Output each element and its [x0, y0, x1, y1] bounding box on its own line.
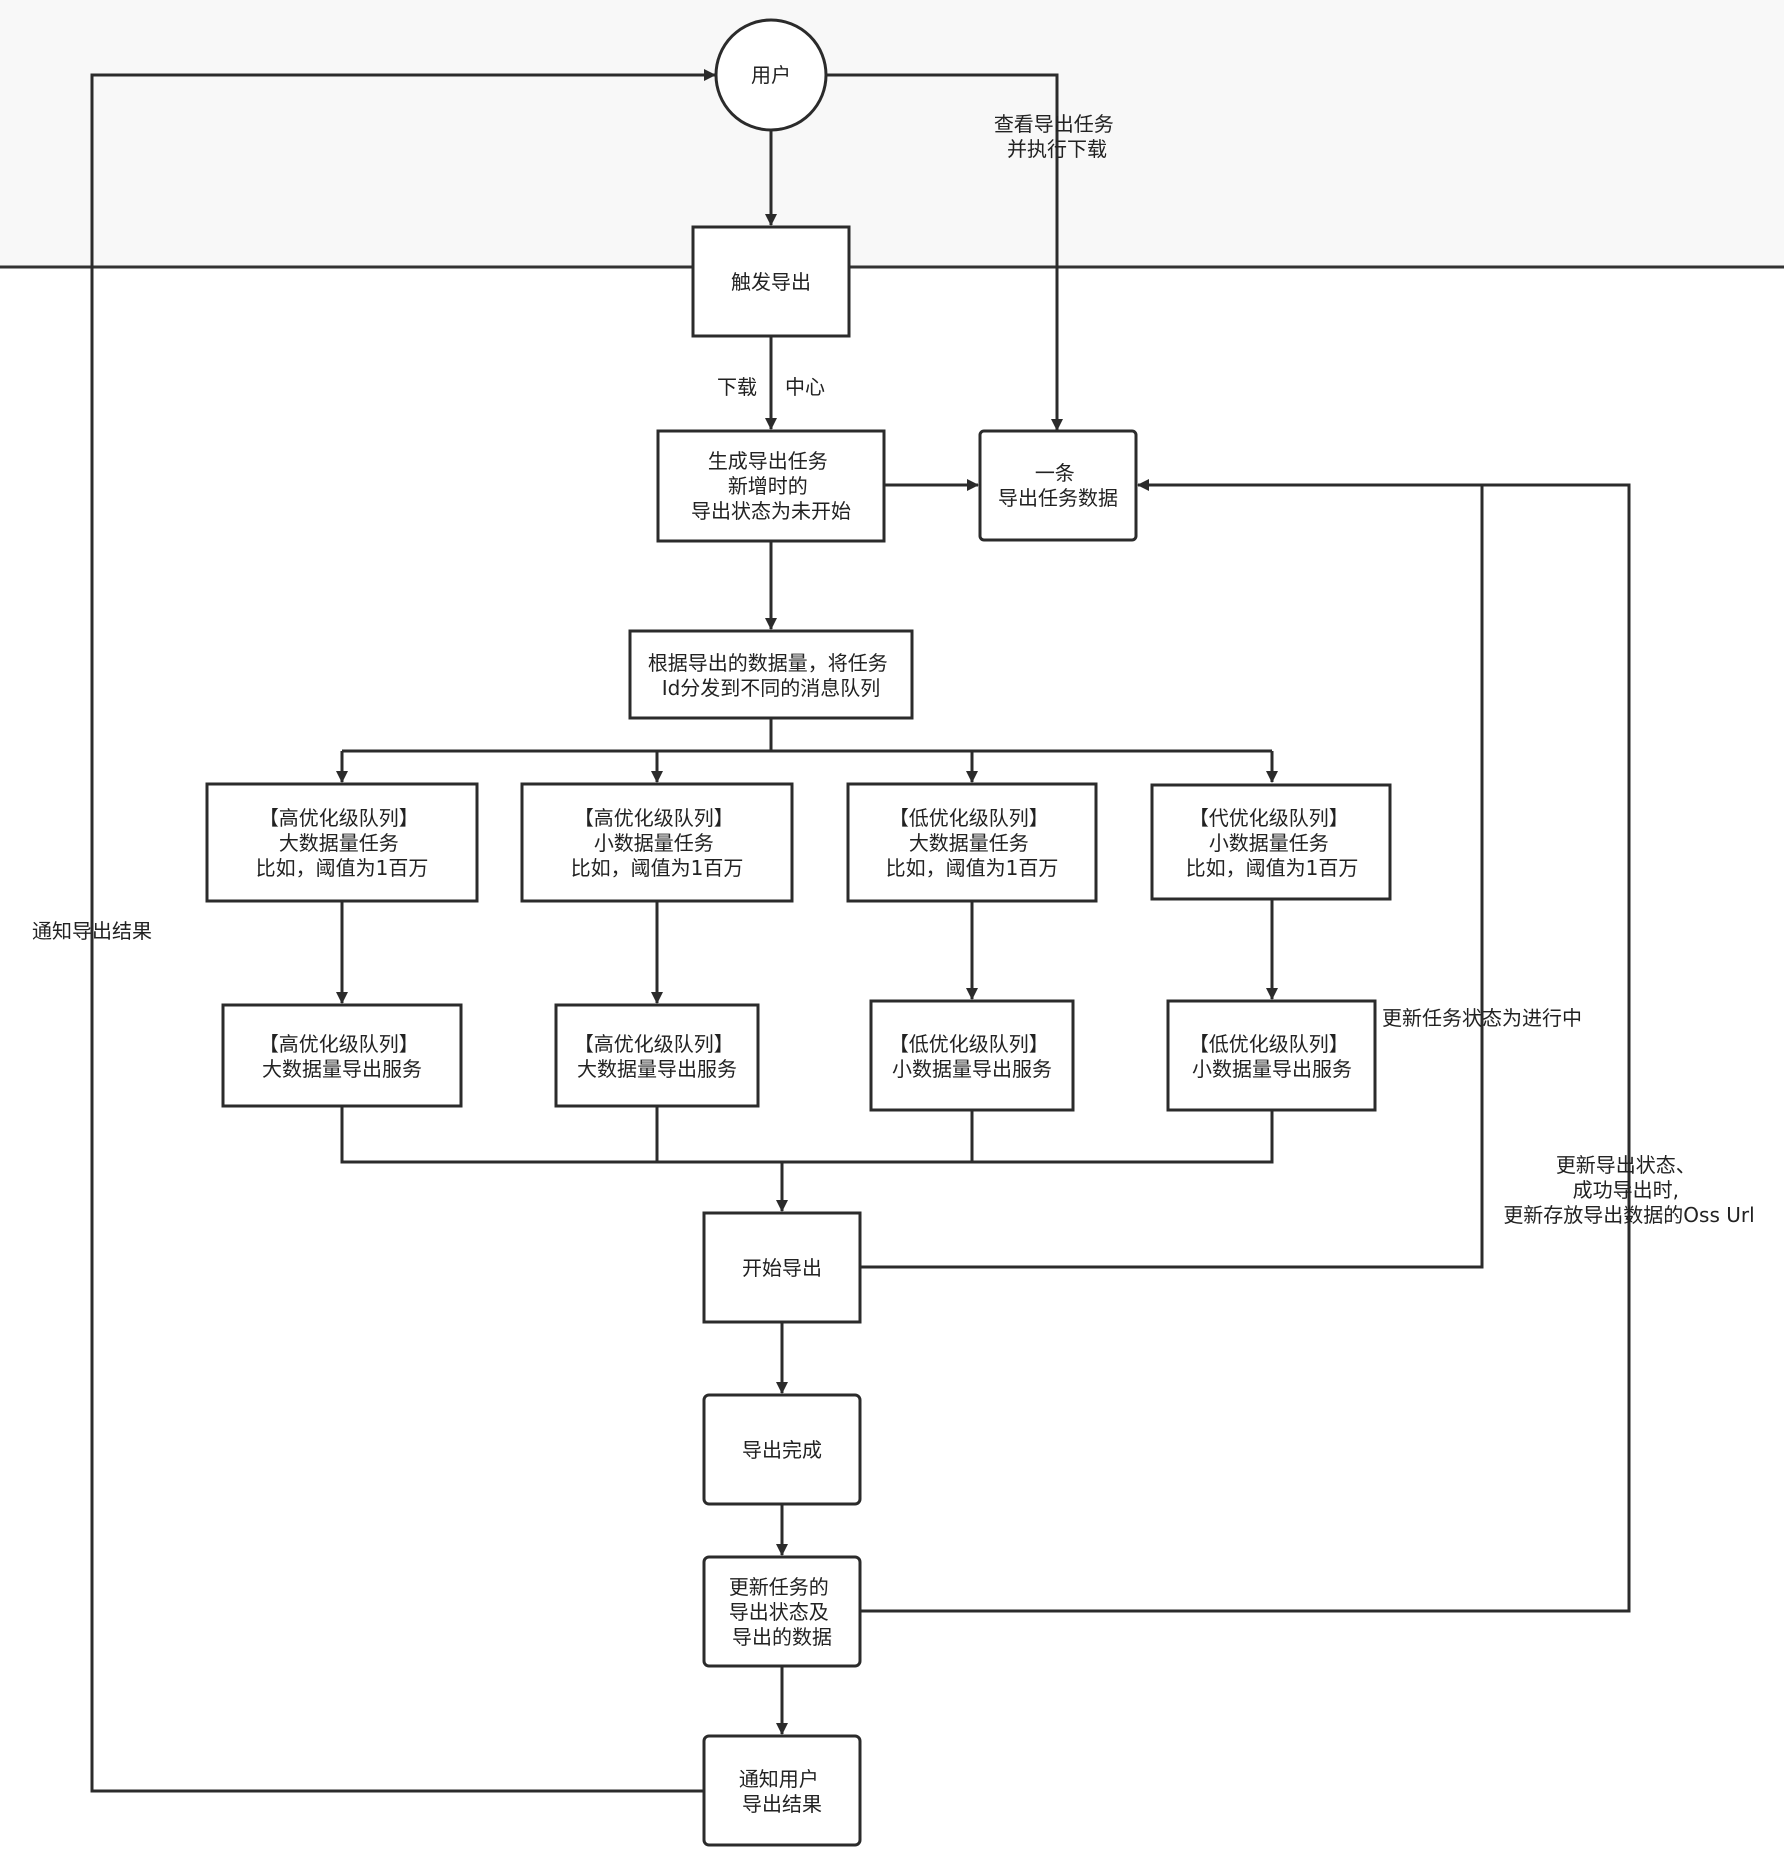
edge-start-record: [860, 479, 1484, 1269]
update-task-label: 更新任务的 导出状态及 导出的数据: [729, 1575, 835, 1649]
start-export-node: [702, 1211, 862, 1324]
service-high-small-label: 【高优化级队列】 大数据量导出服务: [574, 1032, 740, 1081]
label-in-progress: 更新任务状态为进行中: [1382, 1006, 1582, 1030]
generate-label: 生成导出任务 新增时的 导出状态为未开始: [691, 449, 851, 523]
user-lane: [0, 0, 1784, 267]
export-done-node: [702, 1393, 862, 1506]
queue-high-large-node: [205, 782, 479, 903]
label-download: 下载: [717, 375, 757, 399]
service-low-small-node: [1166, 999, 1377, 1112]
edge-services-bus: [340, 1107, 1274, 1164]
edge-user-record: [826, 73, 1063, 431]
queue-high-large-label: 【高优化级队列】 大数据量任务 比如，阈值为1百万: [256, 806, 429, 880]
queue-high-small-label: 【高优化级队列】 小数据量任务 比如，阈值为1百万: [571, 806, 744, 880]
trigger-node: [691, 225, 851, 338]
service-high-large-node: [221, 1003, 463, 1108]
edge-dispatch-bus: [342, 718, 1272, 753]
edge-update-record: [860, 483, 1631, 1613]
user-node: [714, 18, 828, 132]
user-label: 用户: [751, 63, 791, 87]
queue-low-large-label: 【低优化级队列】 大数据量任务 比如，阈值为1百万: [886, 806, 1059, 880]
label-update-status: 更新导出状态、 成功导出时, 更新存放导出数据的Oss Url: [1503, 1153, 1754, 1227]
notify-user-node: [702, 1734, 862, 1847]
update-task-node: [702, 1555, 862, 1668]
notify-user-label: 通知用户 导出结果: [739, 1767, 825, 1816]
service-high-large-label: 【高优化级队列】 大数据量导出服务: [259, 1032, 425, 1081]
export-done-label: 导出完成: [742, 1438, 822, 1462]
queue-high-small-node: [520, 782, 794, 903]
record-label: 一条 导出任务数据: [998, 461, 1118, 510]
queue-low-small-label: 【代优化级队列】 小数据量任务 比如，阈值为1百万: [1186, 806, 1359, 880]
record-node: [978, 429, 1138, 542]
start-export-label: 开始导出: [742, 1256, 822, 1280]
dispatch-node: [628, 629, 914, 720]
service-low-large-label: 【低优化级队列】 小数据量导出服务: [889, 1032, 1055, 1081]
service-low-small-label: 【低优化级队列】 小数据量导出服务: [1189, 1032, 1355, 1081]
edges: [90, 69, 1631, 1793]
label-notify-result: 通知导出结果: [32, 919, 152, 943]
edge-notify-user: [90, 69, 716, 1793]
label-center: 中心: [785, 375, 825, 399]
nodes: 用户 触发导出 生成导出任务 新增时的 导出状态为未开始 一条 导出任务数据 根…: [205, 18, 1392, 1847]
queue-low-small-node: [1150, 783, 1392, 901]
label-view-download: 查看导出任务 并执行下载: [994, 112, 1120, 161]
edge-labels: 查看导出任务 并执行下载 下载 中心 通知导出结果 更新任务状态为进行中 更新导…: [32, 112, 1755, 1227]
dispatch-label: 根据导出的数据量，将任务 Id分发到不同的消息队列: [648, 651, 894, 700]
service-low-large-node: [869, 999, 1075, 1112]
queue-low-large-node: [846, 782, 1098, 903]
service-high-small-node: [554, 1003, 760, 1108]
generate-node: [656, 429, 886, 543]
trigger-label: 触发导出: [731, 270, 811, 294]
